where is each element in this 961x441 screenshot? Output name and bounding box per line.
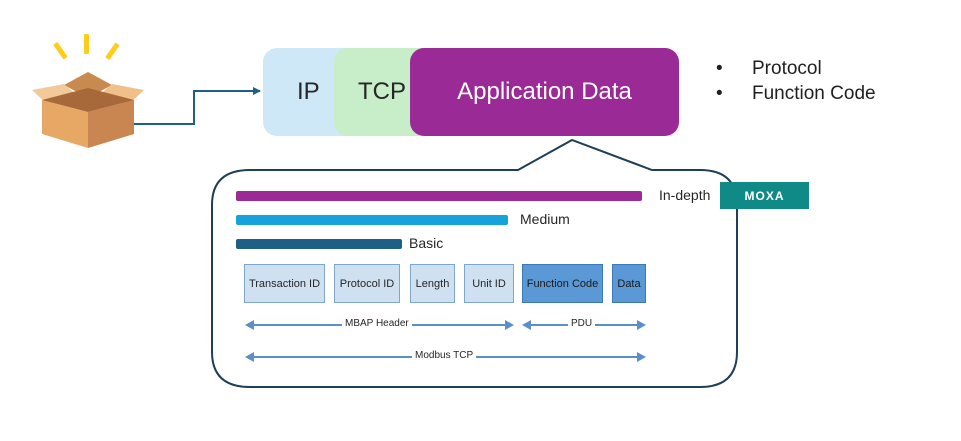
medium-level-label: Medium [520, 211, 570, 227]
application-data-block: Application Data [410, 48, 679, 136]
box-to-packet-arrow [128, 87, 261, 125]
field-transaction-id: Transaction ID [244, 264, 325, 303]
medium-level-bar [236, 215, 508, 225]
tcp-label: TCP [358, 78, 406, 105]
field-unit-id: Unit ID [464, 264, 514, 303]
ip-label: IP [297, 78, 320, 105]
modbus-tcp-label: Modbus TCP [412, 350, 477, 361]
bullet-item: • Function Code [716, 81, 876, 106]
mbap-header-label: MBAP Header [342, 318, 412, 329]
moxa-logo: MOXA [720, 182, 809, 209]
field-data: Data [612, 264, 646, 303]
pdu-label: PDU [568, 318, 596, 329]
bullet-dot-icon: • [716, 58, 723, 79]
bullet-dot-icon: • [716, 83, 723, 104]
bullet-label: Function Code [752, 83, 876, 104]
indepth-level-bar [236, 191, 642, 201]
field-protocol-id: Protocol ID [334, 264, 400, 303]
field-length: Length [410, 264, 455, 303]
indepth-level-label: In-depth [659, 187, 711, 203]
basic-level-label: Basic [409, 235, 444, 251]
open-box-icon [32, 34, 144, 148]
inspection-bullet-list: • Protocol • Function Code [716, 56, 876, 106]
field-function-code: Function Code [522, 264, 603, 303]
basic-level-bar [236, 239, 402, 249]
bullet-label: Protocol [752, 58, 822, 79]
bullet-item: • Protocol [716, 56, 876, 81]
application-data-label: Application Data [457, 78, 632, 105]
